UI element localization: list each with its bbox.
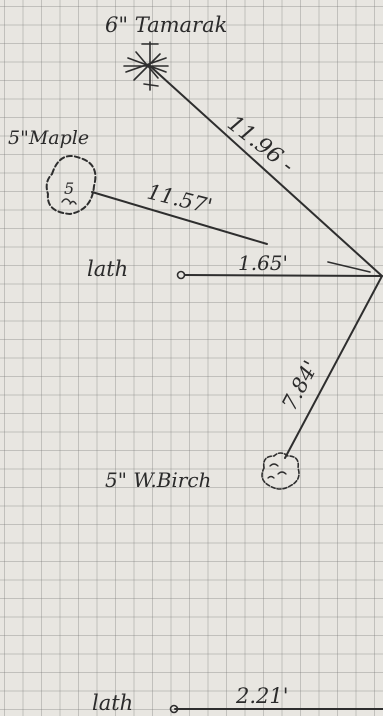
maple-tree-icon: 5 bbox=[45, 155, 97, 215]
birch-label: 5" W.Birch bbox=[105, 468, 211, 492]
lath-upper-distance: 1.65' bbox=[238, 251, 288, 275]
maple-distance: 11.57' bbox=[145, 180, 215, 219]
birch-tree-icon bbox=[261, 452, 300, 490]
tamarack-distance: 11.96 - bbox=[222, 111, 298, 178]
lath-lower-marker bbox=[169, 704, 179, 714]
line-birch bbox=[284, 275, 383, 459]
lath-upper-marker bbox=[176, 270, 186, 280]
tamarack-tree-icon bbox=[123, 41, 169, 91]
line-maple bbox=[91, 191, 268, 245]
maple-tag: 5 bbox=[64, 179, 74, 198]
tamarack-label: 6" Tamarak bbox=[105, 13, 227, 37]
tick-mark bbox=[327, 261, 371, 273]
birch-distance: 7.84' bbox=[277, 357, 323, 415]
line-lath-upper bbox=[184, 274, 383, 277]
maple-label: 5"Maple bbox=[8, 127, 89, 149]
lath-lower-distance: 2.21' bbox=[235, 684, 289, 708]
lath-lower-label: lath bbox=[92, 691, 133, 715]
lath-upper-label: lath bbox=[87, 257, 128, 281]
line-tamarack bbox=[149, 65, 383, 277]
